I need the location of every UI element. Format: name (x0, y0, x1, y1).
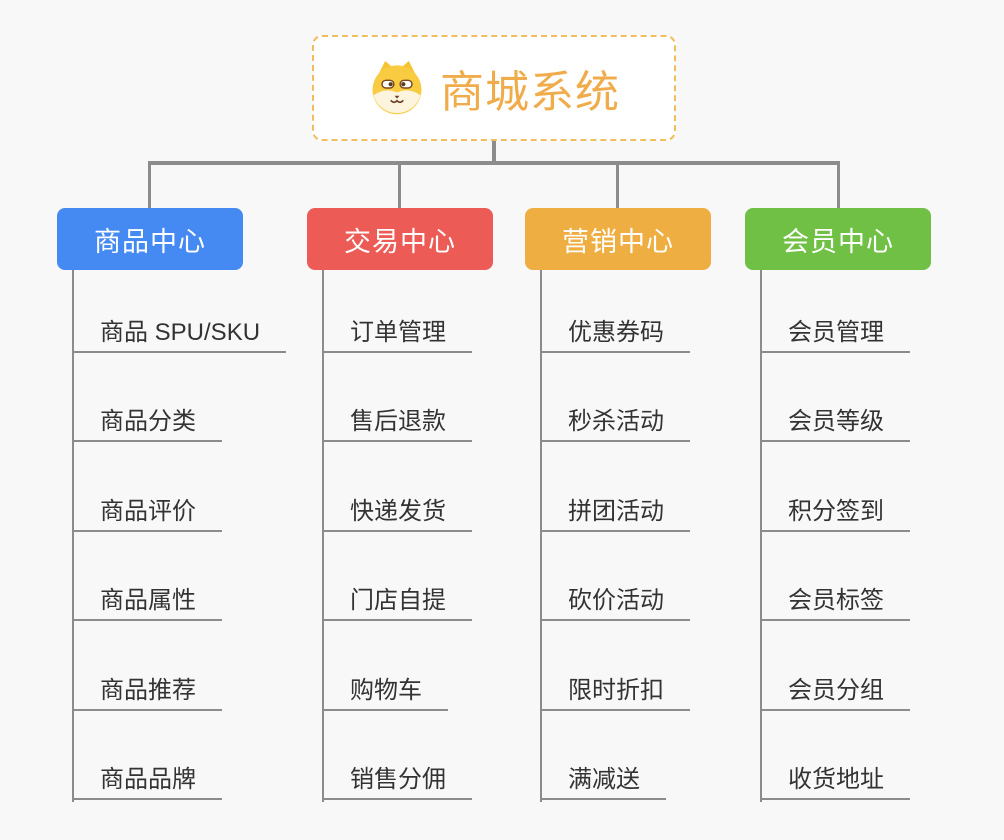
topic-node[interactable]: 秒杀活动 (540, 402, 690, 442)
topic-node[interactable]: 优惠券码 (540, 313, 690, 353)
topic-node[interactable]: 会员标签 (760, 581, 910, 621)
topic-node[interactable]: 会员等级 (760, 402, 910, 442)
topic-node[interactable]: 售后退款 (322, 402, 472, 442)
topic-node[interactable]: 门店自提 (322, 581, 472, 621)
topic-node[interactable]: 拼团活动 (540, 492, 690, 532)
branch-node-label: 营销中心 (562, 226, 674, 257)
branch-node-label: 会员中心 (782, 226, 894, 257)
topic-node[interactable]: 购物车 (322, 671, 448, 711)
topic-node[interactable]: 会员管理 (760, 313, 910, 353)
dog-face-icon (372, 60, 422, 115)
topic-node[interactable]: 会员分组 (760, 671, 910, 711)
topic-node[interactable]: 订单管理 (322, 313, 472, 353)
branch-node-label: 商品中心 (94, 226, 206, 257)
branch-node-product-center[interactable]: 商品中心 (57, 208, 243, 270)
topic-node[interactable]: 销售分佣 (322, 760, 472, 800)
topic-node[interactable]: 商品品牌 (72, 760, 222, 800)
branch-node-label: 交易中心 (344, 226, 456, 257)
root-node-title: 商城系统 (440, 68, 620, 117)
branch-node-marketing-center[interactable]: 营销中心 (525, 208, 711, 270)
branch-node-member-center[interactable]: 会员中心 (745, 208, 931, 270)
connector-drop-product-center (148, 161, 151, 209)
topic-node[interactable]: 商品属性 (72, 581, 222, 621)
topic-node[interactable]: 砍价活动 (540, 581, 690, 621)
connector-drop-member-center (837, 161, 840, 209)
root-node[interactable]: 商城系统 (312, 35, 676, 141)
branch-spine-marketing-center (540, 270, 542, 802)
branch-spine-trade-center (322, 270, 324, 802)
topic-node[interactable]: 商品推荐 (72, 671, 222, 711)
topic-node[interactable]: 商品分类 (72, 402, 222, 442)
branch-node-trade-center[interactable]: 交易中心 (307, 208, 493, 270)
topic-node[interactable]: 商品 SPU/SKU (72, 313, 287, 353)
connector-bus (148, 161, 840, 165)
connector-drop-marketing-center (616, 161, 619, 209)
topic-node[interactable]: 限时折扣 (540, 671, 690, 711)
branch-spine-member-center (760, 270, 762, 802)
connector-root-stem (492, 141, 496, 164)
connector-drop-trade-center (398, 161, 401, 209)
topic-node[interactable]: 快递发货 (322, 492, 472, 532)
topic-node[interactable]: 积分签到 (760, 492, 910, 532)
branch-spine-product-center (72, 270, 74, 802)
topic-node[interactable]: 收货地址 (760, 760, 910, 800)
topic-node[interactable]: 满减送 (540, 760, 666, 800)
topic-node[interactable]: 商品评价 (72, 492, 222, 532)
